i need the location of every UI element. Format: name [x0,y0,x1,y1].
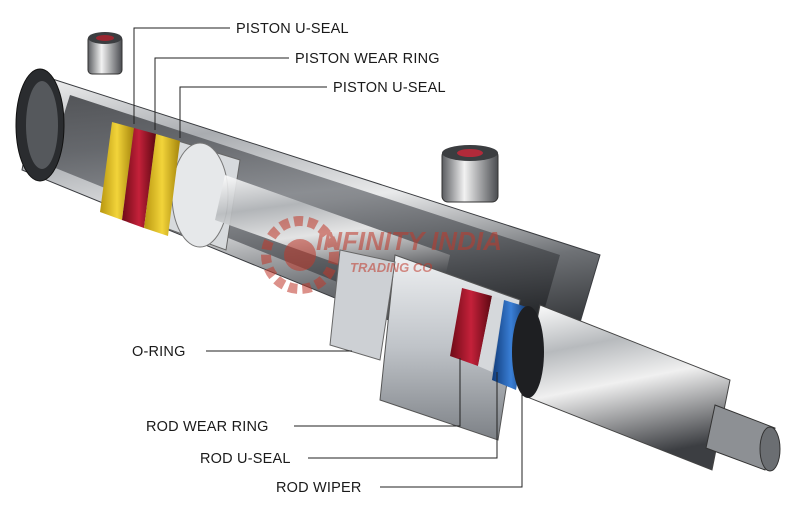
piston-u-seal-band-1 [100,122,134,220]
callout-piston-u-seal-2: PISTON U-SEAL [179,80,446,138]
watermark-logo: INFINITY INDIA TRADING CO [261,216,502,294]
piston-rod [512,304,731,471]
front-port [441,145,499,203]
leader-line [133,27,230,124]
rod-wear-ring-band [450,288,492,366]
callout-o-ring: O-RING [132,344,352,360]
callout-rod-wiper: ROD WIPER [276,392,523,496]
label-rod-u-seal: ROD U-SEAL [200,451,291,467]
leader-line [294,358,461,427]
label-piston-u-seal-2: PISTON U-SEAL [333,80,446,96]
callout-rod-wear-ring: ROD WEAR RING [146,358,461,435]
piston-wear-ring-band [122,128,156,228]
rear-port [87,32,123,75]
label-piston-wear-ring: PISTON WEAR RING [295,51,440,67]
callout-piston-u-seal-1: PISTON U-SEAL [133,21,349,124]
watermark-name: INFINITY INDIA [316,226,502,256]
callout-piston-wear-ring: PISTON WEAR RING [154,51,440,130]
leader-line [179,86,327,138]
rod-thread [705,404,781,472]
label-o-ring: O-RING [132,344,186,360]
rod-u-seal-band [478,296,504,372]
label-piston-u-seal-1: PISTON U-SEAL [236,21,349,37]
leader-line [154,57,289,130]
label-rod-wiper: ROD WIPER [276,480,362,496]
label-rod-wear-ring: ROD WEAR RING [146,419,269,435]
watermark-sub: TRADING CO [350,260,432,275]
callout-rod-u-seal: ROD U-SEAL [200,372,498,467]
leader-line [380,392,523,488]
leader-line [308,372,498,459]
piston-u-seal-band-2 [144,134,180,236]
